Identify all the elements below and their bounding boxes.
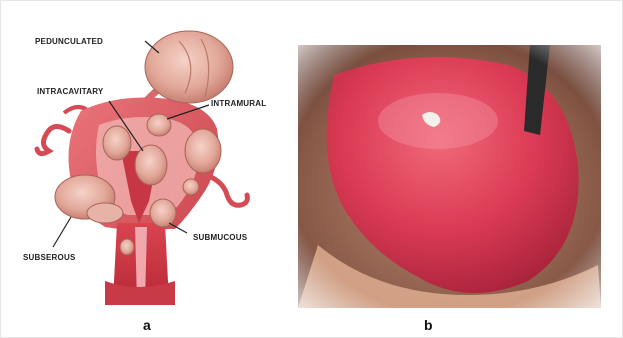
- caption-a: a: [143, 317, 151, 333]
- laparoscopic-image: [298, 45, 601, 308]
- pedunculated-fibroid: [145, 31, 233, 103]
- intracavitary-fibroid: [135, 145, 167, 185]
- left-fallopian-tube: [37, 126, 69, 153]
- label-subserous: SUBSEROUS: [23, 253, 75, 262]
- caption-b: b: [424, 317, 433, 333]
- right-fallopian-tube: [209, 176, 247, 205]
- uterus-fibroid-illustration: PEDUNCULATED INTRACAVITARY INTRAMURAL SU…: [9, 1, 299, 311]
- label-pedunculated: PEDUNCULATED: [35, 37, 103, 46]
- uterus-diagram: [9, 1, 299, 311]
- label-intramural: INTRAMURAL: [211, 99, 266, 108]
- laparoscopic-photo: [298, 45, 601, 308]
- intramural-fibroid-small: [147, 114, 171, 136]
- label-intracavitary: INTRACAVITARY: [37, 87, 103, 96]
- intramural-fibroid-right: [185, 129, 221, 173]
- submucous-fibroid: [150, 199, 176, 227]
- label-submucous: SUBMUCOUS: [193, 233, 247, 242]
- intramural-fibroid-left: [103, 126, 131, 160]
